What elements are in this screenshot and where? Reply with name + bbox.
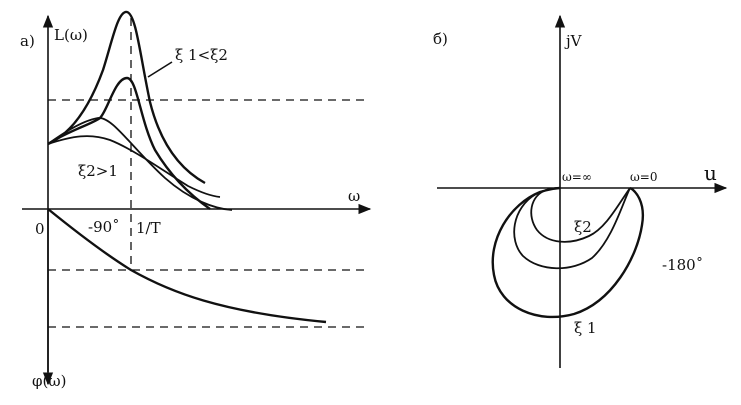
curve-label-xi2-greater-1: ξ2>1 [78,162,118,180]
phase-minus90-label: -90˚ [88,218,120,236]
phase-axis-label: φ(ω) [32,372,66,390]
omega-infinity-label: ω=∞ [562,170,592,184]
magnitude-curve-xi2-overdamped [47,135,221,198]
origin-label: 0 [35,220,45,238]
nyquist-label-xi2: ξ2 [574,218,592,236]
nyquist-label-xi1: ξ 1 [574,319,597,337]
imaginary-axis-label: jV [564,32,583,50]
curve-label-leader [147,61,173,78]
magnitude-curve-xi-moderate [47,117,233,211]
nyquist-curve-xi1-outer [491,186,645,319]
phase-curve [47,208,327,324]
bode-diagram: а) L(ω) φ(ω) ω 0 -90˚ 1/T ξ 1<ξ2 ξ2>1 [20,10,372,390]
panel-label-b: б) [433,30,448,48]
phase-minus180-label: -180˚ [662,256,703,274]
magnitude-axis-label: L(ω) [54,26,88,44]
nyquist-diagram: б) jV u ω=∞ ω=0 ξ2 ξ 1 -180˚ [433,14,728,368]
nyquist-curve-xi2-inner [530,187,631,243]
nyquist-curve-middle [513,187,631,270]
magnitude-curve-xi1-peak [47,10,206,185]
curve-label-xi1-less-xi2: ξ 1<ξ2 [175,46,228,64]
frequency-axis-label: ω [348,187,360,205]
panel-label-a: а) [20,32,35,50]
corner-frequency-label: 1/T [136,219,161,237]
omega-zero-label: ω=0 [630,170,657,184]
real-axis-label: u [704,161,717,185]
magnitude-curve-xi-high-peak [47,76,211,210]
